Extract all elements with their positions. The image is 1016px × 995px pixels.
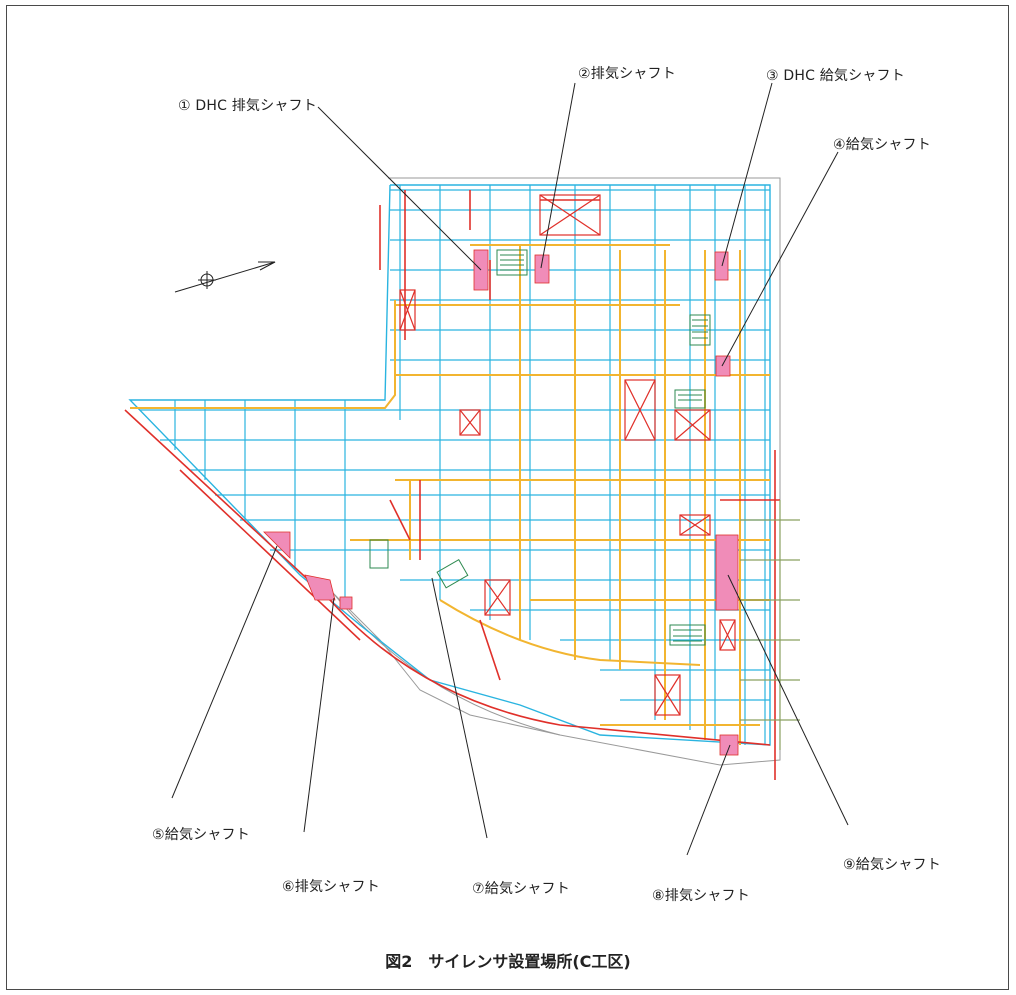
site-boundary	[329, 177, 781, 766]
label-exhaust-shaft-6: ⑥排気シャフト	[282, 879, 380, 895]
label-dhc-supply-shaft-3: ③ DHC 給気シャフト	[766, 68, 905, 84]
shaft-9	[715, 534, 739, 611]
label-supply-shaft-7: ⑦給気シャフト	[472, 881, 570, 897]
shaft-areas	[263, 249, 739, 756]
stairs	[369, 249, 711, 646]
shaft-2	[534, 254, 550, 284]
label-supply-shaft-9: ⑨給気シャフト	[843, 857, 941, 873]
shaft-5	[263, 531, 291, 559]
figure-caption: 図2 サイレンサ設置場所(C工区)	[385, 952, 631, 971]
figure-frame	[6, 5, 1009, 990]
label-dhc-exhaust-shaft-1: ① DHC 排気シャフト	[178, 98, 317, 114]
shaft-3	[714, 251, 729, 281]
shaft-6	[304, 574, 336, 601]
shaft-8	[719, 734, 739, 756]
label-supply-shaft-5: ⑤給気シャフト	[152, 827, 250, 843]
shaft-4	[715, 355, 731, 377]
north-arrow-icon	[174, 261, 276, 293]
green-lines	[740, 500, 800, 750]
void-boxes	[399, 194, 736, 716]
beam-grid	[140, 185, 770, 745]
label-exhaust-shaft-8: ⑧排気シャフト	[652, 888, 750, 904]
label-supply-shaft-4: ④給気シャフト	[833, 137, 931, 153]
leader-lines	[171, 82, 849, 856]
label-exhaust-shaft-2: ②排気シャフト	[578, 66, 676, 82]
walls	[124, 190, 780, 780]
